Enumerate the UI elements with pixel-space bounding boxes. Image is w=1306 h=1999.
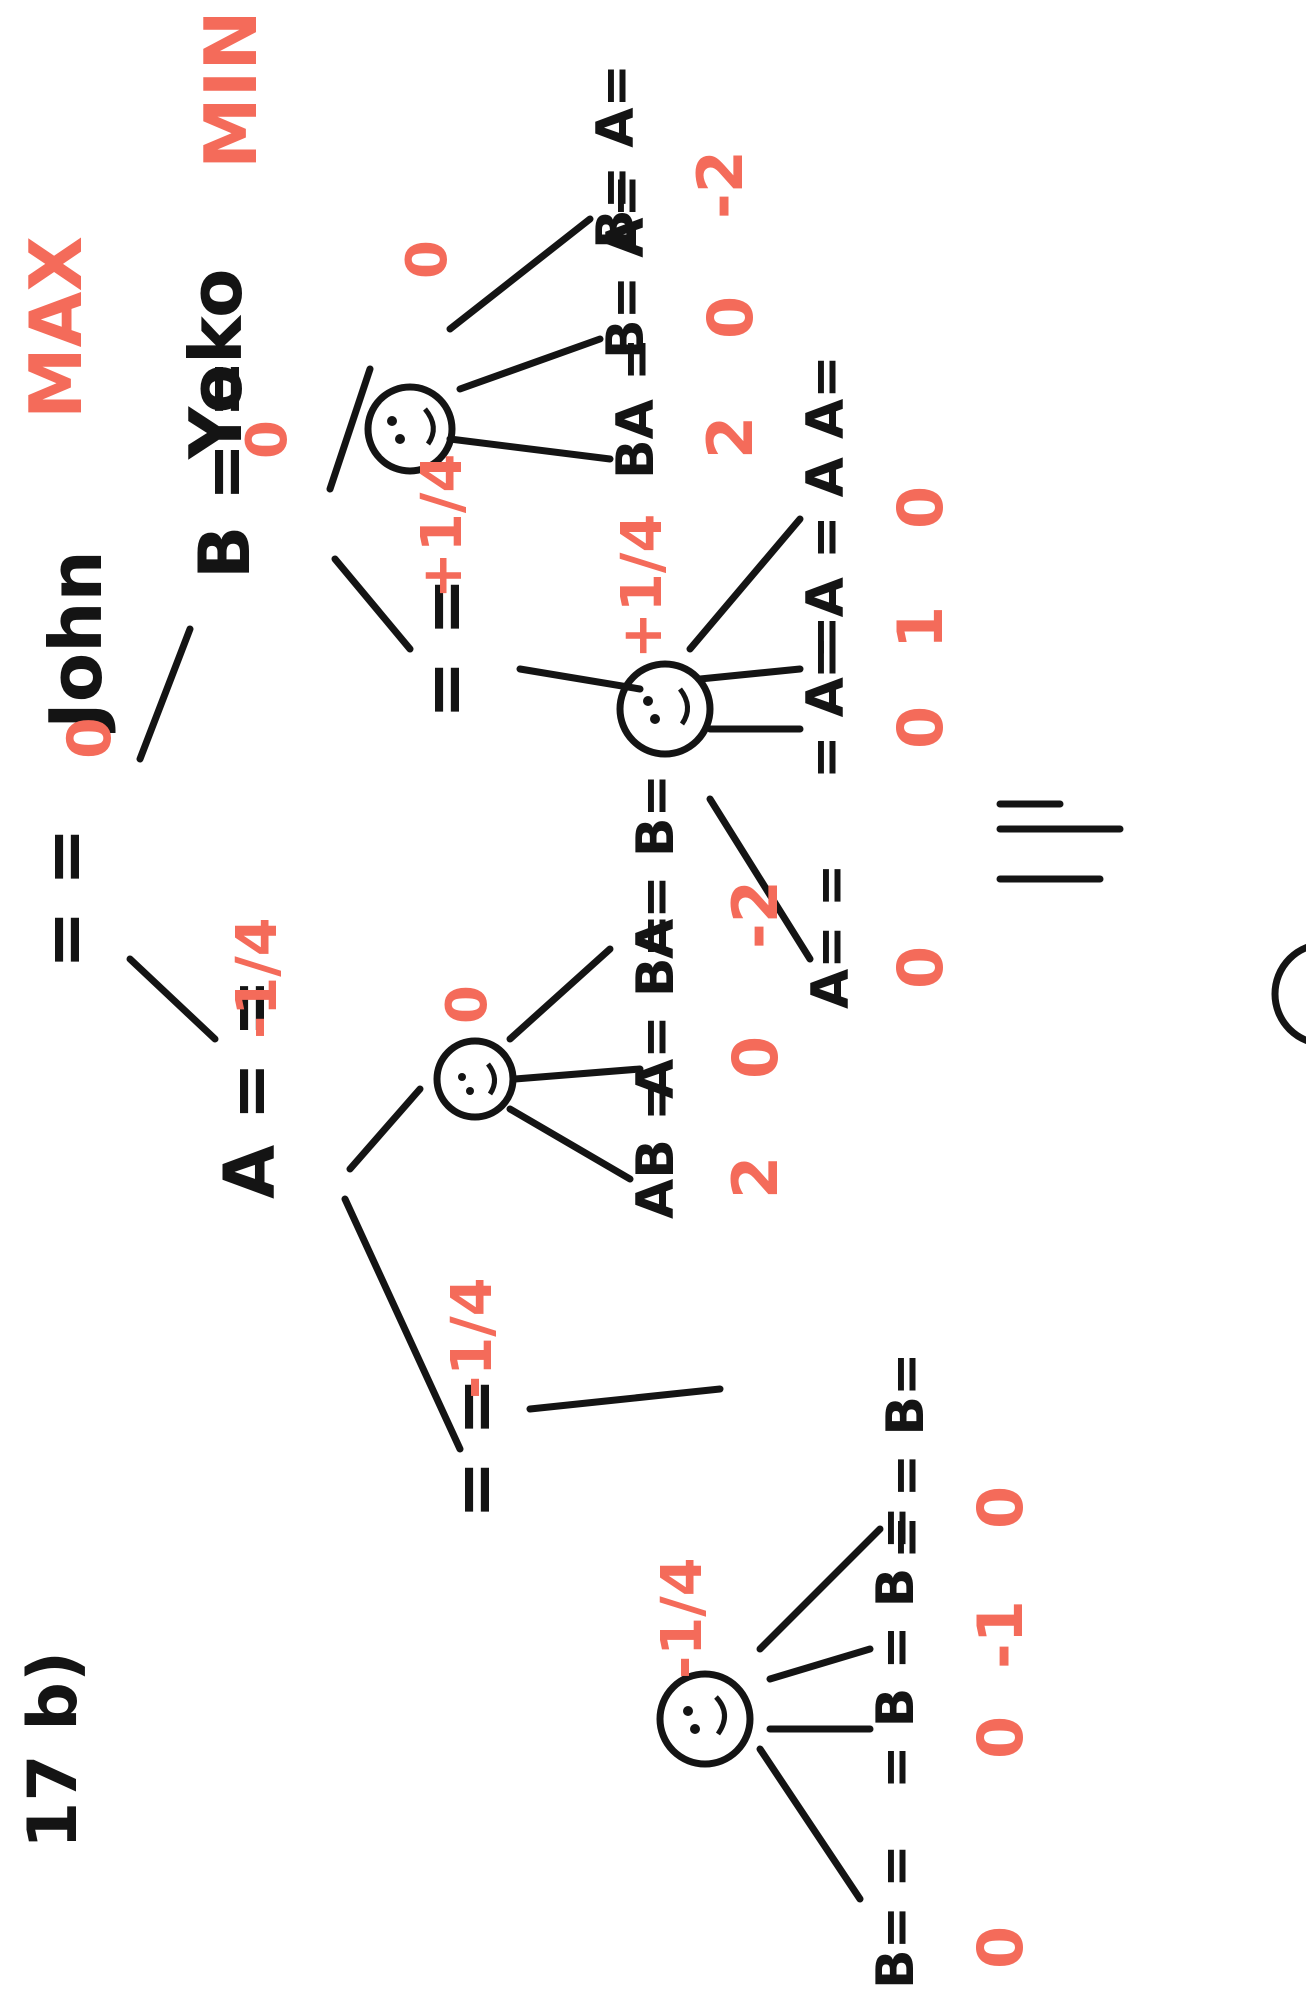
face-node-partial [1271,940,1306,1048]
john-role: MAX [14,236,98,419]
face-mouths [423,407,727,1736]
edge-Bsubface-leaf1 [706,795,814,963]
node-A-value: -1/4 [225,917,290,1039]
edge-Bface-leaf3 [446,215,594,333]
face-node-A-sub [656,1670,754,1768]
leaf-A-sub-2-value: 0 [964,1715,1037,1759]
root-value: 0 [55,717,125,759]
leaf-A-sub-1-value: 0 [964,1925,1037,1969]
edge-A-Asub [341,1195,464,1453]
yoko-face-nodes [364,383,1306,1768]
yoko-role: MIN [189,10,273,169]
edge-root-A [126,955,219,1043]
john-name: John [34,550,118,729]
leaf-A-sub-4-label: = = B= [876,1352,936,1559]
edge-Bface-leaf2 [456,335,604,393]
edge-B-Bsub [331,555,414,653]
edge-Bsubface-leaf4 [686,515,804,653]
edge-Asub-Asubface [526,1385,724,1413]
edge-Bface-leaf1 [446,435,614,463]
leaf-A-sub-3-value: -1 [964,1600,1037,1669]
edge-B-Bface [326,365,374,493]
leaf-A-face-2-value: 0 [719,1035,792,1079]
node-B-sub-value: +1/4 [410,453,475,599]
problem-label: 17 b) [14,1650,93,1849]
edge-Aface-leaf1 [506,1105,634,1183]
edge-Bsubface-leaf3 [696,665,804,683]
root-label: = = [24,827,106,969]
leaf-A-face-3-value: -2 [719,880,792,949]
edge-Asubface-leaf1 [756,1745,864,1903]
edge-Aface-leaf3 [506,945,614,1043]
edge-Asubface-leaf3 [766,1645,874,1683]
face-eyes [387,416,700,1734]
leaf-B-sub-4-value: 0 [884,485,957,529]
face-A-sub-value: -1/4 [650,1557,715,1679]
leaf-A-sub-4-value: 0 [964,1485,1037,1529]
leaf-A-face-1-value: 2 [719,1155,792,1199]
edge-Aface-leaf2 [511,1065,644,1083]
face-node-A [433,1037,517,1121]
leaf-B-sub-1-value: 0 [884,945,957,989]
leaf-B-face-3-value: -2 [684,150,757,219]
node-B-value: 0 [235,420,300,459]
node-B-label: B = = [184,359,266,579]
leaf-B-face-2-value: 0 [694,295,767,339]
face-node-B-sub [616,660,714,758]
leaf-B-sub-2-value: 0 [884,705,957,749]
node-A-sub-value: -1/4 [440,1277,505,1399]
edge-Asubface-leaf4 [756,1525,884,1653]
face-node-B [364,383,456,475]
leaf-B-sub-4-label: = A A= [796,355,856,559]
leaf-B-sub-3-value: 1 [884,605,957,649]
edge-A-Aface [346,1085,424,1173]
face-B-value: 0 [395,240,460,279]
face-B-sub-value: +1/4 [610,513,675,659]
edge-Bsub-Bsubface [516,665,644,693]
edge-root-B [136,625,194,763]
leaf-A-sub-1-label: B= = [866,1844,926,1989]
leaf-A-face-3-label: A= B= [626,773,686,959]
face-A-value: 0 [435,985,500,1024]
leaf-B-face-1-value: 2 [694,415,767,459]
leaf-B-face-3-label: B= A= [586,63,646,249]
leaf-B-sub-1-label: A= = [801,863,861,1010]
